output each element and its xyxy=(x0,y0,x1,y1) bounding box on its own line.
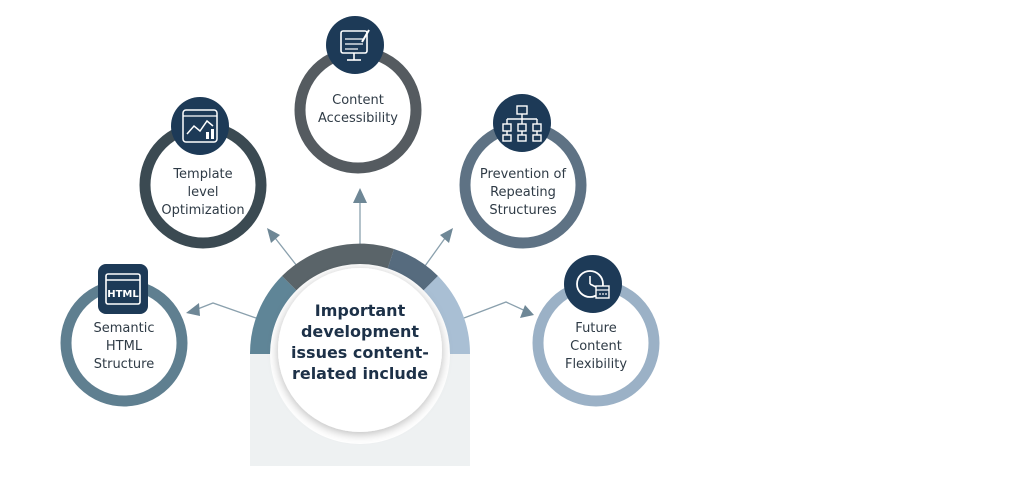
arrowheads xyxy=(186,188,534,318)
node-line: Content xyxy=(332,93,384,108)
node-line: Structures xyxy=(489,203,557,218)
center-hub xyxy=(249,243,471,466)
node-line: Accessibility xyxy=(318,111,398,126)
center-line: issues content- xyxy=(291,343,429,362)
node-line: Content xyxy=(570,339,622,354)
connector-future-flexibility xyxy=(463,301,531,319)
node-label-future-flexibility: Future Content Flexibility xyxy=(541,320,651,374)
connector-repeating-structures xyxy=(424,233,449,267)
center-line: development xyxy=(300,322,420,341)
node-line: Repeating xyxy=(490,185,556,200)
arrowhead-template-optimization xyxy=(267,228,280,243)
arrowhead-semantic-html xyxy=(186,303,200,316)
center-line: related include xyxy=(291,364,429,383)
connector-template-optimization xyxy=(271,233,298,267)
arrowhead-content-accessibility xyxy=(353,188,367,203)
node-label-template-optimization: Template level Optimization xyxy=(148,166,258,220)
node-line: Template xyxy=(173,167,233,182)
svg-text:HTML: HTML xyxy=(107,289,139,300)
node-line: Prevention of xyxy=(479,167,567,182)
calendar-clock-icon xyxy=(564,255,622,313)
node-line: Structure xyxy=(93,357,155,372)
arrowhead-future-flexibility xyxy=(520,305,534,318)
node-line: HTML xyxy=(105,339,143,354)
accessibility-screen-icon xyxy=(326,16,384,74)
node-line: Optimization xyxy=(161,203,245,218)
node-line: level xyxy=(187,185,219,200)
center-line: Important xyxy=(314,301,406,320)
node-label-semantic-html: Semantic HTML Structure xyxy=(69,320,179,374)
hierarchy-icon xyxy=(493,94,551,152)
node-line: Future xyxy=(575,321,617,336)
center-disc xyxy=(278,268,442,432)
arrowhead-repeating-structures xyxy=(440,228,453,243)
center-title: Important development issues content- re… xyxy=(290,300,430,384)
node-line: Semantic xyxy=(93,321,155,336)
node-label-repeating-structures: Prevention of Repeating Structures xyxy=(463,166,583,220)
node-line: Flexibility xyxy=(564,357,628,372)
node-label-content-accessibility: Content Accessibility xyxy=(303,92,413,128)
template-chart-icon xyxy=(171,97,229,155)
html-icon: HTML xyxy=(98,264,148,314)
